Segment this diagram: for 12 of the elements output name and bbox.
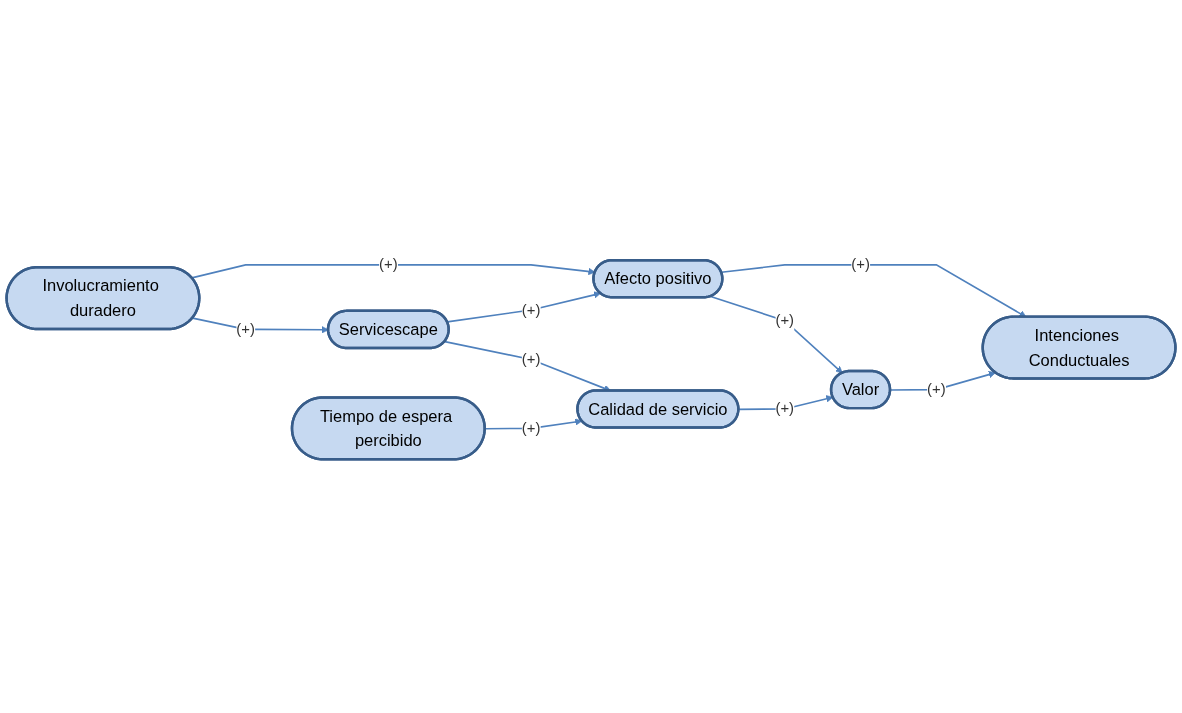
edge-label: (+) <box>775 312 794 329</box>
edge-label: (+) <box>851 256 870 273</box>
edge-label: (+) <box>521 350 541 368</box>
edge-label: (+) <box>521 301 541 318</box>
edge-label: (+) <box>236 320 255 338</box>
edge-label: (+) <box>775 400 794 417</box>
arrow <box>191 317 329 334</box>
edge-label: (+) <box>927 380 946 398</box>
edge-label: (+) <box>521 419 541 437</box>
arrow <box>484 418 583 430</box>
edge-label: (+) <box>379 256 398 273</box>
arrow <box>446 291 601 323</box>
